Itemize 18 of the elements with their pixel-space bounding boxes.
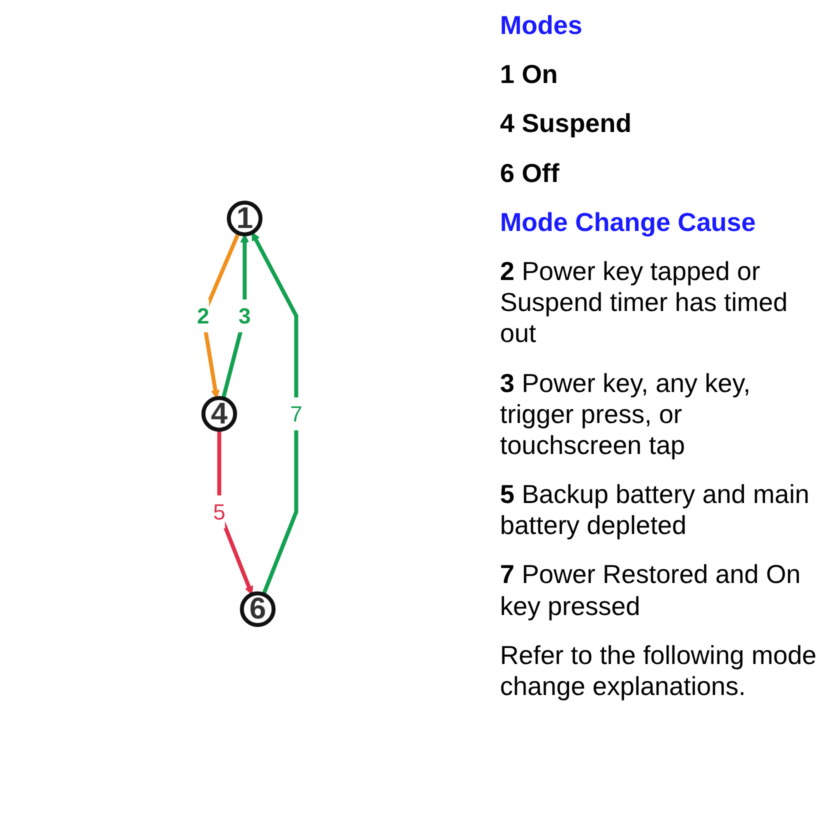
- legend-text: 7 Power Restored and On key pressed: [500, 559, 802, 622]
- legend-text: 3 Power key, any key, trigger press, or touchscreen tap: [500, 368, 752, 462]
- edge-label: 3: [238, 304, 252, 328]
- arrow: [252, 232, 299, 596]
- node-circle: 4: [202, 396, 238, 432]
- legend-text: 5 Backup battery and main battery depleted: [500, 479, 810, 542]
- legend-text: 1 On: [500, 59, 559, 90]
- edge-label: 5: [213, 500, 226, 524]
- legend-text: 2 Power key tapped or Suspend timer has timed out: [500, 256, 789, 350]
- node-circle: 6: [240, 592, 276, 628]
- edge-label: 2: [197, 304, 210, 328]
- edge-label: 7: [290, 402, 303, 426]
- legend-text: 4 Suspend: [500, 108, 632, 140]
- legend-text: Refer to the following mode change explanations.: [500, 640, 818, 702]
- section-heading: Mode Change Cause: [500, 206, 757, 238]
- node-circle: 1: [227, 200, 263, 236]
- legend-text: 6 Off: [500, 158, 560, 189]
- section-heading: Modes: [500, 10, 584, 42]
